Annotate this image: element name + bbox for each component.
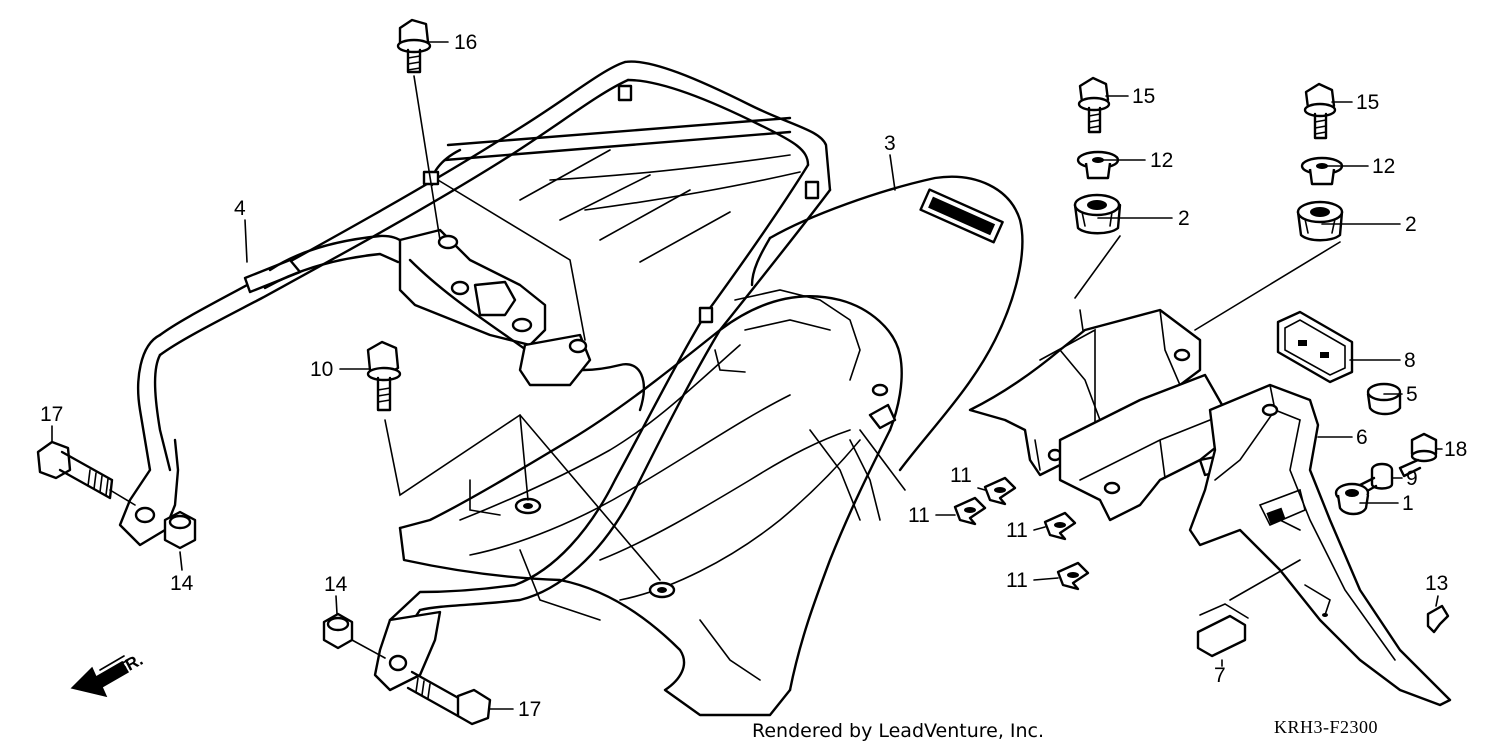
reflector-8[interactable] bbox=[1276, 310, 1354, 384]
callout-14-left: 14 bbox=[170, 572, 194, 595]
callout-numbers: 1 2 2 3 4 5 6 7 8 9 10 11 11 11 11 12 12… bbox=[40, 31, 1467, 721]
callout-9: 9 bbox=[1406, 467, 1418, 490]
callout-15-right: 15 bbox=[1356, 91, 1379, 114]
leader-line bbox=[1194, 241, 1341, 331]
callout-11-d: 11 bbox=[1006, 569, 1028, 592]
callout-11-b: 11 bbox=[908, 504, 930, 527]
collar-12-right[interactable] bbox=[1300, 156, 1344, 186]
bolt-17-left[interactable] bbox=[36, 440, 136, 506]
render-credit: Rendered by LeadVenture, Inc. bbox=[752, 720, 1044, 742]
bolt-17-bottom[interactable] bbox=[406, 670, 492, 726]
grab-rail-carrier[interactable] bbox=[118, 60, 832, 692]
callout-11-a: 11 bbox=[950, 464, 972, 487]
callout-10: 10 bbox=[310, 358, 333, 381]
nut-11-b[interactable] bbox=[953, 496, 987, 526]
bolt-10[interactable] bbox=[366, 340, 661, 581]
license-plate-bracket-6[interactable] bbox=[1188, 383, 1452, 707]
rear-fender-assembly[interactable] bbox=[398, 175, 1024, 717]
arrow-icon bbox=[70, 660, 130, 698]
front-direction-arrow: FR. bbox=[70, 650, 146, 698]
collar-12-left[interactable] bbox=[1076, 150, 1120, 180]
grommet-1[interactable] bbox=[1334, 482, 1370, 516]
clip-13[interactable] bbox=[1426, 604, 1450, 634]
grommet-2-left[interactable] bbox=[1073, 193, 1122, 235]
reflector-7[interactable] bbox=[1196, 519, 1301, 658]
bolt-16[interactable] bbox=[396, 18, 441, 241]
bolt-18[interactable] bbox=[1398, 432, 1438, 478]
callout-5: 5 bbox=[1406, 383, 1418, 406]
grommet-5[interactable] bbox=[1366, 382, 1402, 416]
callout-18: 18 bbox=[1444, 438, 1467, 461]
callout-7: 7 bbox=[1214, 664, 1226, 687]
rear-bracket-lower[interactable] bbox=[1058, 373, 1227, 522]
callout-4: 4 bbox=[234, 197, 246, 220]
callout-11-c: 11 bbox=[1006, 519, 1028, 542]
callout-15-left: 15 bbox=[1132, 85, 1155, 108]
callout-12-left: 12 bbox=[1150, 149, 1173, 172]
bolt-15-left[interactable] bbox=[1077, 76, 1111, 134]
nut-11-c[interactable] bbox=[1043, 511, 1077, 541]
callout-13: 13 bbox=[1425, 572, 1448, 595]
callout-1: 1 bbox=[1402, 492, 1414, 515]
callout-17-left: 17 bbox=[40, 403, 63, 426]
nut-14-bottom[interactable] bbox=[322, 612, 386, 659]
callout-2-right: 2 bbox=[1405, 213, 1417, 236]
callout-2-left: 2 bbox=[1178, 207, 1190, 230]
nut-14-left[interactable] bbox=[163, 510, 197, 550]
callout-3: 3 bbox=[884, 132, 896, 155]
nut-11-a[interactable] bbox=[983, 476, 1017, 506]
diagram-code: KRH3-F2300 bbox=[1274, 717, 1378, 737]
callout-8: 8 bbox=[1404, 349, 1416, 372]
rear-bracket-upper[interactable] bbox=[968, 308, 1202, 477]
nut-11-d[interactable] bbox=[1056, 561, 1090, 591]
callout-leaders bbox=[51, 41, 1443, 710]
callout-12-right: 12 bbox=[1372, 155, 1395, 178]
grommet-2-right[interactable] bbox=[1296, 200, 1344, 242]
callout-6: 6 bbox=[1356, 426, 1368, 449]
callout-14-bottom: 14 bbox=[324, 573, 348, 596]
leader-line bbox=[437, 179, 586, 341]
bolt-15-right[interactable] bbox=[1303, 82, 1337, 140]
callout-17-bottom: 17 bbox=[518, 698, 541, 721]
callout-16: 16 bbox=[454, 31, 477, 54]
screw-9[interactable] bbox=[1356, 462, 1394, 496]
